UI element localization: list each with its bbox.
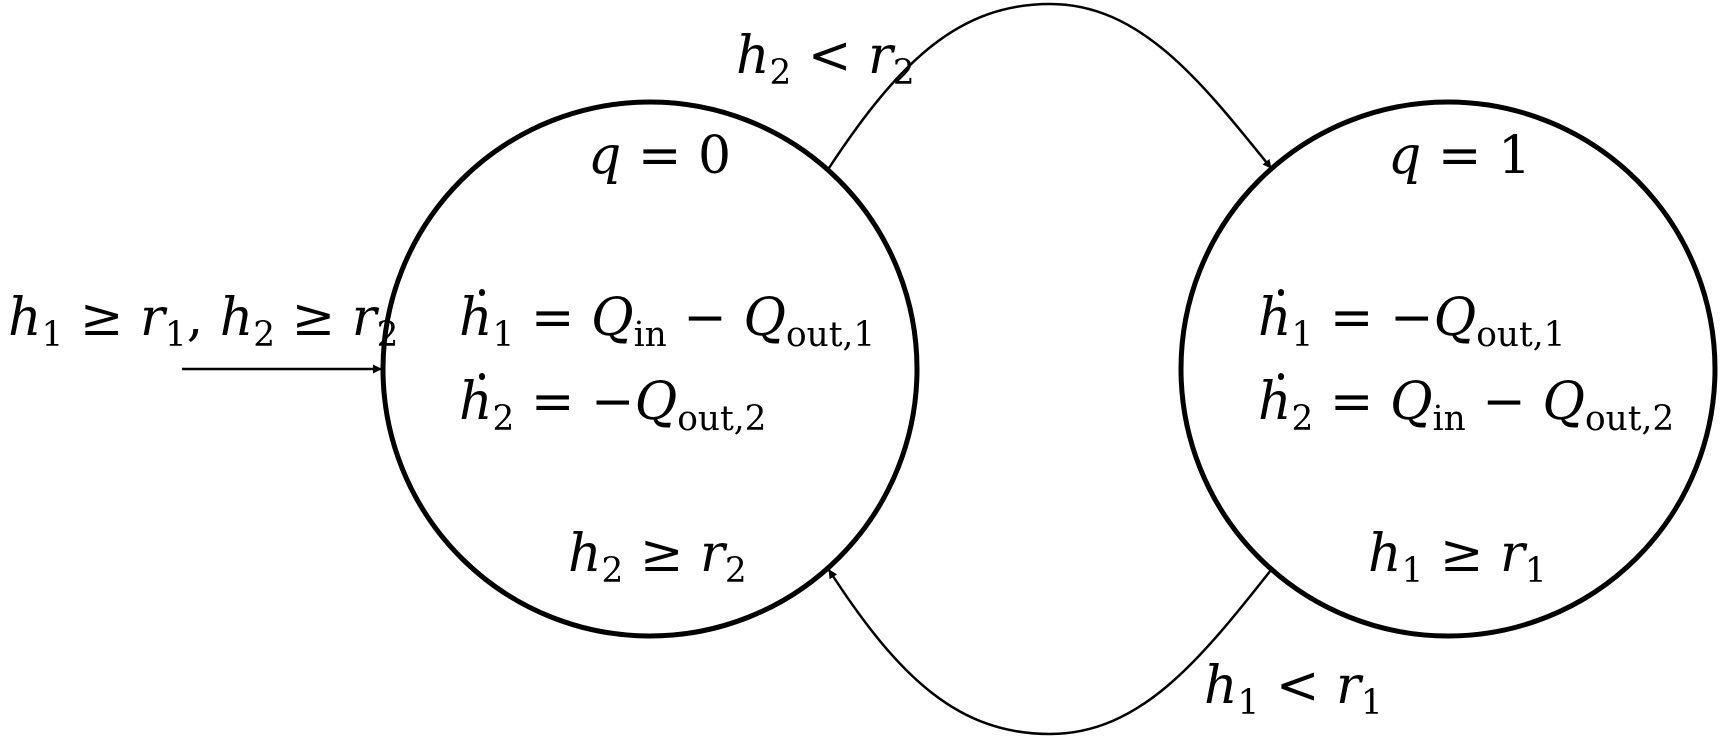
- state-q1-flow-h1-var: h: [1258, 288, 1292, 348]
- initial-condition-label: h1 ≥ r1, h2 ≥ r2: [8, 292, 398, 352]
- state-q0-flow-h1: h1 = Qin − Qout,1: [459, 288, 875, 352]
- state-q0-invariant: h2 ≥ r2: [568, 528, 747, 588]
- initial-b-sub: 2: [253, 314, 276, 355]
- initial-b-rvar: r: [351, 288, 377, 348]
- state-q1-flow-h1-q1: Q: [1433, 288, 1477, 348]
- guard-q1-to-q0-rvar: r: [1335, 656, 1361, 716]
- state-q1-name-var: q: [1388, 126, 1422, 186]
- state-q0-name-val: 0: [697, 126, 732, 186]
- guard-q0-to-q1-rsub: 2: [892, 52, 915, 93]
- state-q0-flow-h2-eq: =: [530, 372, 575, 432]
- transition-q0-to-q1[interactable]: [827, 2, 1272, 169]
- state-q1-invariant-op: ≥: [1439, 524, 1484, 584]
- guard-q0-to-q1-sub: 2: [769, 52, 792, 93]
- guard-q1-to-q0-op: <: [1275, 656, 1320, 716]
- state-q0-flow-h1-var: h: [459, 288, 493, 348]
- initial-a-rvar: r: [139, 288, 165, 348]
- state-q0-flow-h2: h2 = −Qout,2: [459, 372, 767, 436]
- state-q0-invariant-rsub: 2: [724, 550, 747, 591]
- state-q0-name-var: q: [588, 126, 622, 186]
- state-q1-invariant-rsub: 1: [1524, 550, 1547, 591]
- state-q0-name: q = 0: [588, 130, 731, 182]
- guard-q0-to-q1-var: h: [736, 26, 770, 86]
- state-q0-flow-h1-sub: 1: [492, 314, 515, 355]
- state-q1-invariant: h1 ≥ r1: [1368, 528, 1547, 588]
- state-q1-flow-h2: h2 = Qin − Qout,2: [1258, 372, 1674, 436]
- initial-b-var: h: [219, 288, 254, 348]
- state-q1-flow-h1-eq: =: [1329, 288, 1374, 348]
- state-q0-flow-h1-q2: Q: [743, 288, 786, 348]
- initial-a-var: h: [8, 288, 42, 348]
- state-q1-flow-h2-q2-sub: out,2: [1584, 398, 1675, 439]
- state-q0-invariant-op: ≥: [639, 524, 684, 584]
- state-q0-flow-h2-pre: −: [590, 372, 635, 432]
- state-q0-invariant-rvar: r: [699, 524, 725, 584]
- state-q0-invariant-var: h: [568, 524, 602, 584]
- initial-a-sub: 1: [41, 314, 64, 355]
- guard-q0-to-q1-label: h2 < r2: [736, 30, 915, 90]
- initial-a-rsub: 1: [164, 314, 187, 355]
- state-q1-name-val: 1: [1497, 126, 1532, 186]
- state-q0-flow-h1-minus: −: [683, 288, 727, 348]
- state-q0-name-op: =: [637, 126, 682, 186]
- state-q0-flow-h1-eq: =: [530, 288, 575, 348]
- guard-q1-to-q0-label: h1 < r1: [1204, 660, 1383, 720]
- state-q0-flow-h1-q2-sub: out,1: [785, 314, 876, 355]
- state-q1-flow-h2-q1-sub: in: [1432, 398, 1466, 439]
- state-q1-circle[interactable]: [1178, 99, 1718, 639]
- state-q1-invariant-sub: 1: [1401, 550, 1424, 591]
- state-q1-flow-h2-q2: Q: [1542, 372, 1585, 432]
- guard-q1-to-q0-sub: 1: [1237, 682, 1260, 723]
- state-q0-circle[interactable]: [380, 99, 920, 639]
- initial-a-op: ≥: [79, 288, 124, 348]
- state-q1-flow-h2-var: h: [1258, 372, 1292, 432]
- state-q1-invariant-rvar: r: [1499, 524, 1525, 584]
- transition-q1-to-q0[interactable]: [827, 569, 1272, 736]
- state-q1-flow-h2-minus: −: [1482, 372, 1526, 432]
- guard-q1-to-q0-var: h: [1204, 656, 1238, 716]
- initial-b-op: ≥: [291, 288, 336, 348]
- state-q1-flow-h2-q1: Q: [1389, 372, 1433, 432]
- state-q0-flow-h2-var: h: [459, 372, 493, 432]
- state-q1-name: q = 1: [1388, 130, 1531, 182]
- initial-b-rsub: 2: [376, 314, 399, 355]
- state-q1-flow-h1-sub: 1: [1291, 314, 1314, 355]
- guard-q0-to-q1-rvar: r: [867, 26, 893, 86]
- state-q1-flow-h1-pre: −: [1389, 288, 1434, 348]
- state-q0-flow-h2-sub: 2: [492, 398, 515, 439]
- state-q1-flow-h1: h1 = −Qout,1: [1258, 288, 1566, 352]
- state-q0-flow-h2-q1-sub: out,2: [677, 398, 767, 439]
- state-q1-flow-h2-eq: =: [1329, 372, 1374, 432]
- guard-q1-to-q0-rsub: 1: [1360, 682, 1383, 723]
- state-q0-flow-h1-q1-sub: in: [633, 314, 667, 355]
- state-q0-flow-h1-q1: Q: [590, 288, 634, 348]
- state-q1-name-op: =: [1437, 126, 1482, 186]
- state-q1-flow-h1-q1-sub: out,1: [1476, 314, 1566, 355]
- guard-q0-to-q1-op: <: [807, 26, 852, 86]
- state-q1-invariant-var: h: [1368, 524, 1402, 584]
- state-q1-flow-h2-sub: 2: [1291, 398, 1314, 439]
- initial-sep: ,: [186, 288, 204, 348]
- state-q0-flow-h2-q1: Q: [634, 372, 678, 432]
- state-q0-invariant-sub: 2: [601, 550, 624, 591]
